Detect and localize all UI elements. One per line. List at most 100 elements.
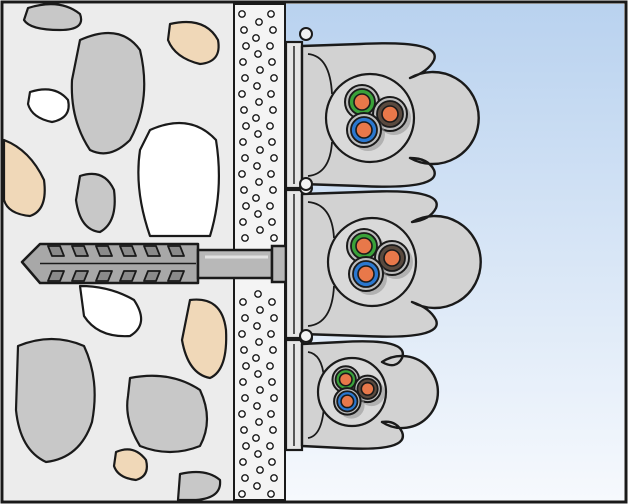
plug-rib	[71, 270, 89, 282]
aggregate-stone	[2, 138, 46, 218]
plaster-pore	[238, 10, 246, 18]
plaster-pore	[254, 290, 262, 298]
plaster-pore	[242, 202, 250, 210]
plaster-pore	[242, 122, 250, 130]
cable-wire	[333, 387, 365, 419]
screw	[196, 244, 288, 284]
plaster-pore	[267, 10, 275, 18]
wire-core	[355, 237, 373, 255]
cable-wire	[348, 256, 387, 295]
plaster-pore	[253, 322, 261, 330]
plaster-pore	[240, 186, 248, 194]
aggregate-stone	[22, 3, 83, 32]
plug-rib	[143, 245, 161, 257]
clip-connector-knob	[299, 177, 313, 191]
plaster-pore	[238, 170, 246, 178]
plaster-pore	[253, 162, 261, 170]
aggregate-stone	[70, 31, 146, 155]
plaster-pore	[270, 154, 278, 162]
plaster-pore	[268, 378, 276, 386]
cable	[316, 356, 388, 428]
cable-wire	[372, 96, 411, 135]
plaster-pore	[253, 482, 261, 490]
plug-ribs	[40, 245, 196, 282]
plaster-pore	[240, 426, 248, 434]
plaster-pore	[267, 90, 275, 98]
plaster-pore	[268, 138, 276, 146]
plaster-pore	[252, 354, 260, 362]
plaster-pore	[256, 306, 264, 314]
cable-wire	[374, 240, 413, 279]
plaster-pore	[266, 122, 274, 130]
plaster-pore	[266, 202, 274, 210]
cable	[326, 216, 418, 308]
plaster-pore	[254, 130, 262, 138]
wire-core	[355, 121, 373, 139]
plaster-pore	[267, 490, 275, 498]
aggregate-stone	[166, 20, 220, 66]
plaster-pore	[266, 42, 274, 50]
wire-core	[353, 93, 371, 111]
plaster-pore	[239, 378, 247, 386]
plaster-pore	[266, 442, 274, 450]
clip-flex-line	[307, 53, 333, 95]
plug-rib	[143, 270, 161, 282]
plaster-pore	[254, 50, 262, 58]
plaster-pore	[270, 394, 278, 402]
plaster-pore	[255, 338, 263, 346]
clip-connector-knob	[299, 329, 313, 343]
plaster-pore	[239, 218, 247, 226]
plug-rib	[47, 270, 65, 282]
plaster-pore	[255, 178, 263, 186]
plaster-pore	[240, 26, 248, 34]
plaster-pore	[241, 314, 249, 322]
plaster-pore	[256, 146, 264, 154]
plaster-pore	[269, 106, 277, 114]
plaster-pore	[255, 18, 263, 26]
plaster-pore	[255, 418, 263, 426]
plaster-pore	[254, 210, 262, 218]
plaster-pore	[239, 138, 247, 146]
plaster-pore	[242, 362, 250, 370]
plaster-pore	[267, 410, 275, 418]
plaster-pore	[238, 410, 246, 418]
plaster-pore	[241, 154, 249, 162]
plug-rib	[71, 245, 89, 257]
clip-flex-line	[307, 201, 335, 239]
aggregate-stone	[74, 172, 116, 234]
plaster-pore	[241, 474, 249, 482]
plaster-pore	[241, 394, 249, 402]
plug-rib	[95, 245, 113, 257]
plaster-pore	[239, 458, 247, 466]
clip-flex-line	[307, 285, 335, 327]
plaster-pore	[256, 466, 264, 474]
aggregate-stone	[180, 298, 228, 380]
plaster-pore	[252, 34, 260, 42]
plug-rib	[167, 245, 185, 257]
plaster-pore	[270, 474, 278, 482]
plaster-pore	[253, 402, 261, 410]
plaster-pore	[254, 450, 262, 458]
plug-rib	[167, 270, 185, 282]
wire-core	[357, 265, 375, 283]
aggregate-stone	[78, 284, 143, 338]
plaster-pore	[253, 82, 261, 90]
plaster-pore	[269, 26, 277, 34]
cable-clip	[284, 181, 482, 340]
plug-rib	[119, 245, 137, 257]
plaster-pore	[252, 434, 260, 442]
plug-rib	[119, 270, 137, 282]
wire-core	[360, 381, 375, 396]
cable-clip-stack	[284, 27, 482, 452]
wire-core	[383, 249, 401, 267]
plaster-pore	[256, 386, 264, 394]
aggregate-stones	[2, 3, 228, 502]
clip-connector-knob	[299, 27, 313, 41]
plaster-pore	[268, 458, 276, 466]
plug-rib	[47, 245, 65, 257]
cable-clip	[284, 27, 480, 190]
aggregate-stone	[26, 88, 70, 124]
plaster-pore	[240, 106, 248, 114]
plaster-pore	[270, 74, 278, 82]
